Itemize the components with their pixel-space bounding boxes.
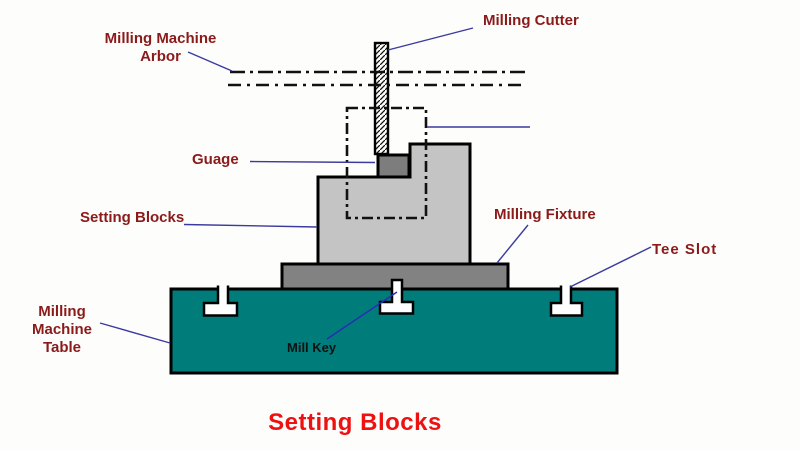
label-table-line2: Machine bbox=[31, 321, 92, 338]
gauge-shape bbox=[376, 153, 411, 179]
reference-dashdot-box bbox=[345, 106, 428, 220]
label-milling-cutter: Milling Cutter bbox=[483, 12, 579, 29]
label-setting-blocks: Setting Blocks bbox=[80, 209, 185, 226]
label-milling-machine-table: Milling Machine Table bbox=[22, 303, 102, 357]
mill-key-shape bbox=[378, 278, 415, 315]
leader-milling-fixture bbox=[496, 224, 529, 264]
leader-mill-key bbox=[326, 291, 398, 340]
leader-arbor bbox=[187, 51, 233, 72]
label-arbor-line1: Milling Machine bbox=[104, 30, 217, 47]
label-gauge: Guage bbox=[192, 151, 239, 168]
label-tee-slot: Tee Slot bbox=[652, 241, 718, 258]
label-table-line1: Milling bbox=[38, 303, 86, 320]
leader-gauge bbox=[249, 160, 376, 164]
leader-table bbox=[99, 322, 171, 344]
label-milling-machine-arbor: Milling Machine Arbor bbox=[93, 30, 228, 66]
tee-slot-right-shape bbox=[549, 285, 584, 317]
label-milling-fixture: Milling Fixture bbox=[494, 206, 596, 223]
milling-cutter-shape bbox=[373, 41, 390, 156]
tee-slot-left-shape bbox=[202, 285, 239, 317]
label-mill-key: Mill Key bbox=[287, 340, 337, 355]
label-table-line3: Table bbox=[42, 339, 82, 356]
leader-cutter bbox=[387, 27, 474, 51]
diagram-title: Setting Blocks bbox=[268, 409, 442, 436]
leader-setting-blocks bbox=[183, 223, 318, 228]
label-arbor-line2: Arbor bbox=[140, 48, 181, 65]
leader-tee-slot bbox=[569, 246, 652, 288]
